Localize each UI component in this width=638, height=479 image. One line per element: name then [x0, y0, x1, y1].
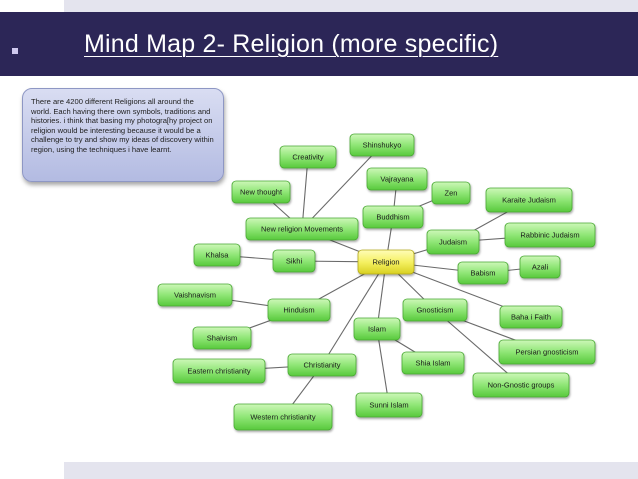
node-box: [245, 217, 359, 241]
node-label: Shia Islam: [415, 359, 450, 368]
node-azali: Azali: [519, 255, 561, 279]
node-box: [287, 353, 357, 377]
node-shaivism: Shaivism: [192, 326, 252, 350]
connector-nongnostic: [434, 309, 522, 386]
connector-christianity: [321, 261, 387, 366]
node-box: [355, 392, 423, 418]
connector-sunni: [376, 328, 390, 406]
node-box: [472, 372, 570, 398]
node-box: [172, 358, 266, 384]
node-label: New thought: [240, 188, 283, 197]
node-label: Babism: [470, 269, 495, 278]
node-box: [353, 317, 401, 341]
node-box: [272, 249, 316, 273]
node-vaishnavism: Vaishnavism: [157, 283, 233, 307]
node-box: [157, 283, 233, 307]
top-accent-strip: [64, 0, 638, 12]
node-box: [267, 298, 331, 322]
slide-title: Mind Map 2- Religion (more specific): [84, 30, 499, 58]
node-bahai: Baha i Faith: [499, 305, 563, 329]
node-box: [402, 298, 468, 322]
node-vajrayana: Vajrayana: [366, 167, 428, 191]
node-shinshukyo: Shinshukyo: [349, 133, 415, 157]
node-label: Shaivism: [207, 334, 237, 343]
node-creativity: Creativity: [279, 145, 337, 169]
node-box: [426, 229, 480, 255]
node-label: Baha i Faith: [511, 313, 551, 322]
node-box: [431, 181, 471, 205]
node-label: Christianity: [303, 361, 340, 370]
node-sikhi: Sikhi: [272, 249, 316, 273]
node-box: [504, 222, 596, 248]
node-label: Karaite Judaism: [502, 196, 556, 205]
node-zen: Zen: [431, 181, 471, 205]
node-label: Hinduism: [283, 306, 314, 315]
node-eastern: Eastern christianity: [172, 358, 266, 384]
node-label: Vajrayana: [380, 175, 414, 184]
node-persian: Persian gnosticism: [498, 339, 596, 365]
node-label: Shinshukyo: [363, 141, 402, 150]
center-node-religion: Religion: [357, 249, 415, 275]
node-islam: Islam: [353, 317, 401, 341]
node-box: [519, 255, 561, 279]
node-label: Zen: [445, 189, 458, 198]
title-bullet-icon: [12, 48, 18, 54]
node-gnosticism: Gnosticism: [402, 298, 468, 322]
node-label: New religion Movements: [261, 225, 343, 234]
node-label: Eastern christianity: [187, 367, 251, 376]
node-buddhism: Buddhism: [362, 205, 424, 229]
node-box: [362, 205, 424, 229]
node-label: Rabbinic Judaism: [520, 231, 579, 240]
bottom-accent-strip: [64, 462, 638, 479]
node-box: [193, 243, 241, 267]
node-shia: Shia Islam: [401, 351, 465, 375]
node-rabbinic: Rabbinic Judaism: [504, 222, 596, 248]
node-nongnostic: Non-Gnostic groups: [472, 372, 570, 398]
node-christianity: Christianity: [287, 353, 357, 377]
node-label: Vaishnavism: [174, 291, 216, 300]
connector-creativity: [301, 156, 309, 230]
node-box: [233, 403, 333, 431]
node-box: [349, 133, 415, 157]
node-karaite: Karaite Judaism: [485, 187, 573, 213]
node-box: [499, 305, 563, 329]
node-khalsa: Khalsa: [193, 243, 241, 267]
node-label: Creativity: [292, 153, 324, 162]
node-box: [357, 249, 415, 275]
node-label: Azali: [532, 263, 549, 272]
node-box: [485, 187, 573, 213]
node-babism: Babism: [457, 261, 509, 285]
node-new_thought: New thought: [231, 180, 291, 204]
node-box: [457, 261, 509, 285]
title-bar: [0, 12, 638, 76]
node-judaism: Judaism: [426, 229, 480, 255]
node-box: [192, 326, 252, 350]
node-hinduism: Hinduism: [267, 298, 331, 322]
description-note: There are 4200 different Religions all a…: [22, 88, 224, 182]
node-label: Sunni Islam: [369, 401, 408, 410]
node-sunni: Sunni Islam: [355, 392, 423, 418]
node-box: [279, 145, 337, 169]
node-label: Persian gnosticism: [516, 348, 579, 357]
node-western: Western christianity: [233, 403, 333, 431]
connector-shinshukyo: [301, 144, 383, 230]
node-label: Sikhi: [286, 257, 303, 266]
node-new_religion: New religion Movements: [245, 217, 359, 241]
node-label: Buddhism: [376, 213, 409, 222]
node-box: [231, 180, 291, 204]
node-label: Islam: [368, 325, 386, 334]
node-box: [401, 351, 465, 375]
node-box: [498, 339, 596, 365]
node-label: Non-Gnostic groups: [488, 381, 555, 390]
node-box: [366, 167, 428, 191]
node-label: Judaism: [439, 238, 467, 247]
node-label: Religion: [372, 258, 399, 267]
node-label: Gnosticism: [416, 306, 453, 315]
node-label: Western christianity: [250, 413, 316, 422]
node-label: Khalsa: [206, 251, 230, 260]
